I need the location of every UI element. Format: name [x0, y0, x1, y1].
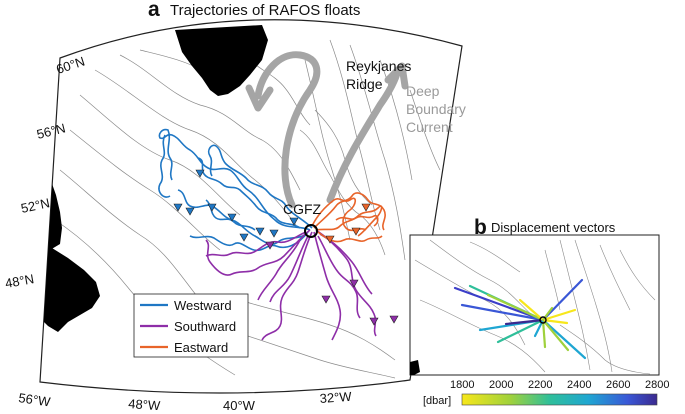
cgfz-site-marker	[304, 224, 318, 238]
ridge-label-line1: Reykjanes	[346, 58, 411, 74]
vector	[541, 308, 577, 322]
ridge-label-line2: Ridge	[346, 76, 383, 92]
colorbar-tick: 2400	[567, 379, 591, 391]
lon-tick: 32°W	[319, 389, 353, 406]
dbc-label-line1: Deep	[406, 83, 440, 99]
legend-label-eastward: Eastward	[174, 340, 228, 355]
vector	[541, 278, 584, 322]
panel-b-site-marker	[539, 316, 547, 324]
eastward-endpoints	[325, 203, 371, 244]
lon-tick: 56°W	[18, 390, 52, 409]
vector	[460, 303, 545, 322]
legend-label-southward: Southward	[174, 319, 236, 334]
longitude-ticks: 56°W 48°W 40°W 32°W	[18, 389, 353, 414]
westward-endpoints	[173, 169, 299, 242]
colorbar-unit: [dbar]	[423, 395, 451, 407]
colorbar-gradient	[461, 393, 658, 406]
southward-endpoints	[265, 241, 399, 326]
lat-tick: 56°N	[35, 120, 67, 142]
lat-tick: 52°N	[20, 195, 52, 216]
land-newfoundland	[40, 248, 100, 332]
panel-b-land	[410, 360, 420, 375]
colorbar-tick: 2000	[489, 379, 513, 391]
panel-a-title: Trajectories of RAFOS floats	[170, 2, 360, 19]
vector	[453, 286, 545, 322]
vector	[541, 318, 570, 352]
circulation-arrows	[245, 51, 409, 209]
dbc-arrowhead	[384, 62, 409, 90]
dbc-arrow	[326, 66, 402, 204]
panel-b: b Displacement vectors	[409, 216, 669, 407]
vector	[518, 298, 545, 322]
vector	[496, 318, 545, 344]
cgfz-label: CGFZ	[283, 201, 322, 217]
panel-b-title: Displacement vectors	[491, 220, 616, 235]
trajectory-legend: Westward Southward Eastward	[133, 293, 249, 358]
vector	[504, 318, 545, 326]
panel-b-frame	[409, 234, 660, 376]
reykjanes-arrowhead	[245, 84, 274, 112]
displacement-vectors	[453, 278, 587, 360]
land-greenland	[175, 25, 268, 96]
colorbar-tick: 2800	[645, 379, 669, 391]
lon-tick: 40°W	[223, 398, 256, 413]
legend-label-westward: Westward	[174, 298, 232, 313]
colorbar-tick: 2200	[528, 379, 552, 391]
vector	[541, 318, 547, 349]
lat-tick: 48°N	[4, 271, 35, 291]
vector	[541, 318, 587, 360]
reykjanes-loop-arrow	[254, 51, 321, 209]
colorbar: [dbar] 1800 2000 2200 2400 2600 2800	[423, 379, 669, 407]
dbc-label-line3: Current	[406, 119, 453, 135]
vector	[541, 318, 569, 325]
vector	[486, 293, 545, 322]
panel-b-letter: b	[474, 216, 487, 239]
panel-a: CGFZ Reykjanes Ridge Deep Boundary Curre…	[4, 0, 466, 413]
dbc-label-line2: Boundary	[406, 101, 466, 117]
float-endpoints	[173, 169, 399, 326]
colorbar-tick: 2600	[606, 379, 630, 391]
colorbar-tick: 1800	[450, 379, 474, 391]
panel-a-letter: a	[148, 0, 160, 21]
lon-tick: 48°W	[128, 396, 162, 413]
